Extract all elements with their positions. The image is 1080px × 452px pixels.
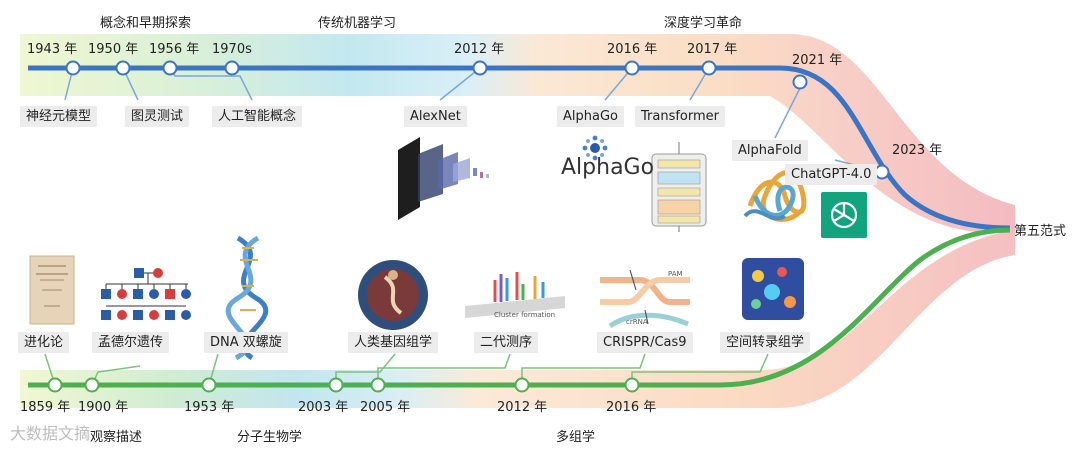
era-title: 概念和早期探索 [100, 16, 192, 31]
bottom-nodes [47, 377, 640, 393]
year-label: 2016 年 [607, 42, 658, 57]
year-label: 1956 年 [149, 42, 200, 57]
milestone-label: 进化论 [18, 332, 70, 353]
mendel-pedigree-chart [101, 268, 191, 320]
cluster-caption: Cluster formation [494, 311, 556, 319]
milestone-label: 孟德尔遗传 [92, 332, 170, 353]
era-title: 分子生物学 [237, 430, 303, 445]
milestone-label: DNA 双螺旋 [204, 332, 288, 353]
milestone-label: 图灵测试 [125, 106, 190, 127]
year-label: 2012 年 [497, 400, 548, 415]
top-nodes [65, 60, 890, 180]
spatial-transcriptomics-image [742, 258, 804, 320]
era-title: 观察描述 [90, 430, 143, 445]
year-label: 1900 年 [78, 400, 129, 415]
year-label: 2016 年 [606, 400, 657, 415]
year-label: 1943 年 [27, 42, 78, 57]
milestone-label: AlphaFold [732, 140, 808, 161]
milestone-label: AlexNet [404, 106, 467, 127]
year-label: 1950 年 [88, 42, 139, 57]
year-label: 2021 年 [792, 53, 843, 68]
top-era-band [20, 34, 1015, 234]
alphafold-protein-image [743, 170, 807, 222]
year-label: 1953 年 [184, 400, 235, 415]
milestone-label: CRISPR/Cas9 [597, 332, 693, 353]
milestone-label: ChatGPT-4.0 [785, 164, 878, 185]
year-label: 1859 年 [20, 400, 71, 415]
origin-of-species-book [29, 255, 75, 325]
bottom-era-band [20, 230, 1015, 408]
milestone-label: 神经元模型 [20, 106, 98, 127]
milestone-label: 二代测序 [474, 332, 539, 353]
year-label: 2017 年 [687, 42, 738, 57]
ai-timeline-line [28, 65, 1011, 231]
alphago-logo-icon [582, 135, 608, 161]
transformer-diagram [651, 142, 707, 232]
bio-timeline-line [28, 227, 1011, 388]
chatgpt-logo-icon [821, 192, 867, 238]
milestone-label: 人工智能概念 [212, 106, 303, 127]
milestone-label: AlphaGo [557, 106, 624, 127]
year-label: 1970s [212, 42, 252, 57]
era-title: 传统机器学习 [318, 16, 397, 31]
watermark: 大数据文摘 [10, 424, 91, 443]
milestone-label: Transformer [635, 106, 726, 127]
year-label: 2023 年 [892, 143, 943, 158]
year-label: 2005 年 [360, 400, 411, 415]
milestone-label: 人类基因组学 [348, 332, 439, 353]
crispr-cas9-diagram [600, 269, 690, 329]
cluster-formation-image [465, 272, 565, 318]
milestone-label: 空间转录组学 [720, 332, 811, 353]
alexnet-image [398, 137, 489, 220]
crispr-rna-label: crRNA [626, 318, 648, 326]
crispr-pam-label: PAM [668, 270, 683, 278]
human-genome-project-logo [358, 260, 428, 330]
year-label: 2003 年 [298, 400, 349, 415]
era-title: 多组学 [556, 430, 596, 445]
year-label: 2012 年 [454, 42, 505, 57]
alphago-logo-text: AlphaGo [561, 155, 655, 180]
era-title: 深度学习革命 [664, 16, 743, 31]
fifth-paradigm-label: 第五范式 [1014, 224, 1067, 239]
